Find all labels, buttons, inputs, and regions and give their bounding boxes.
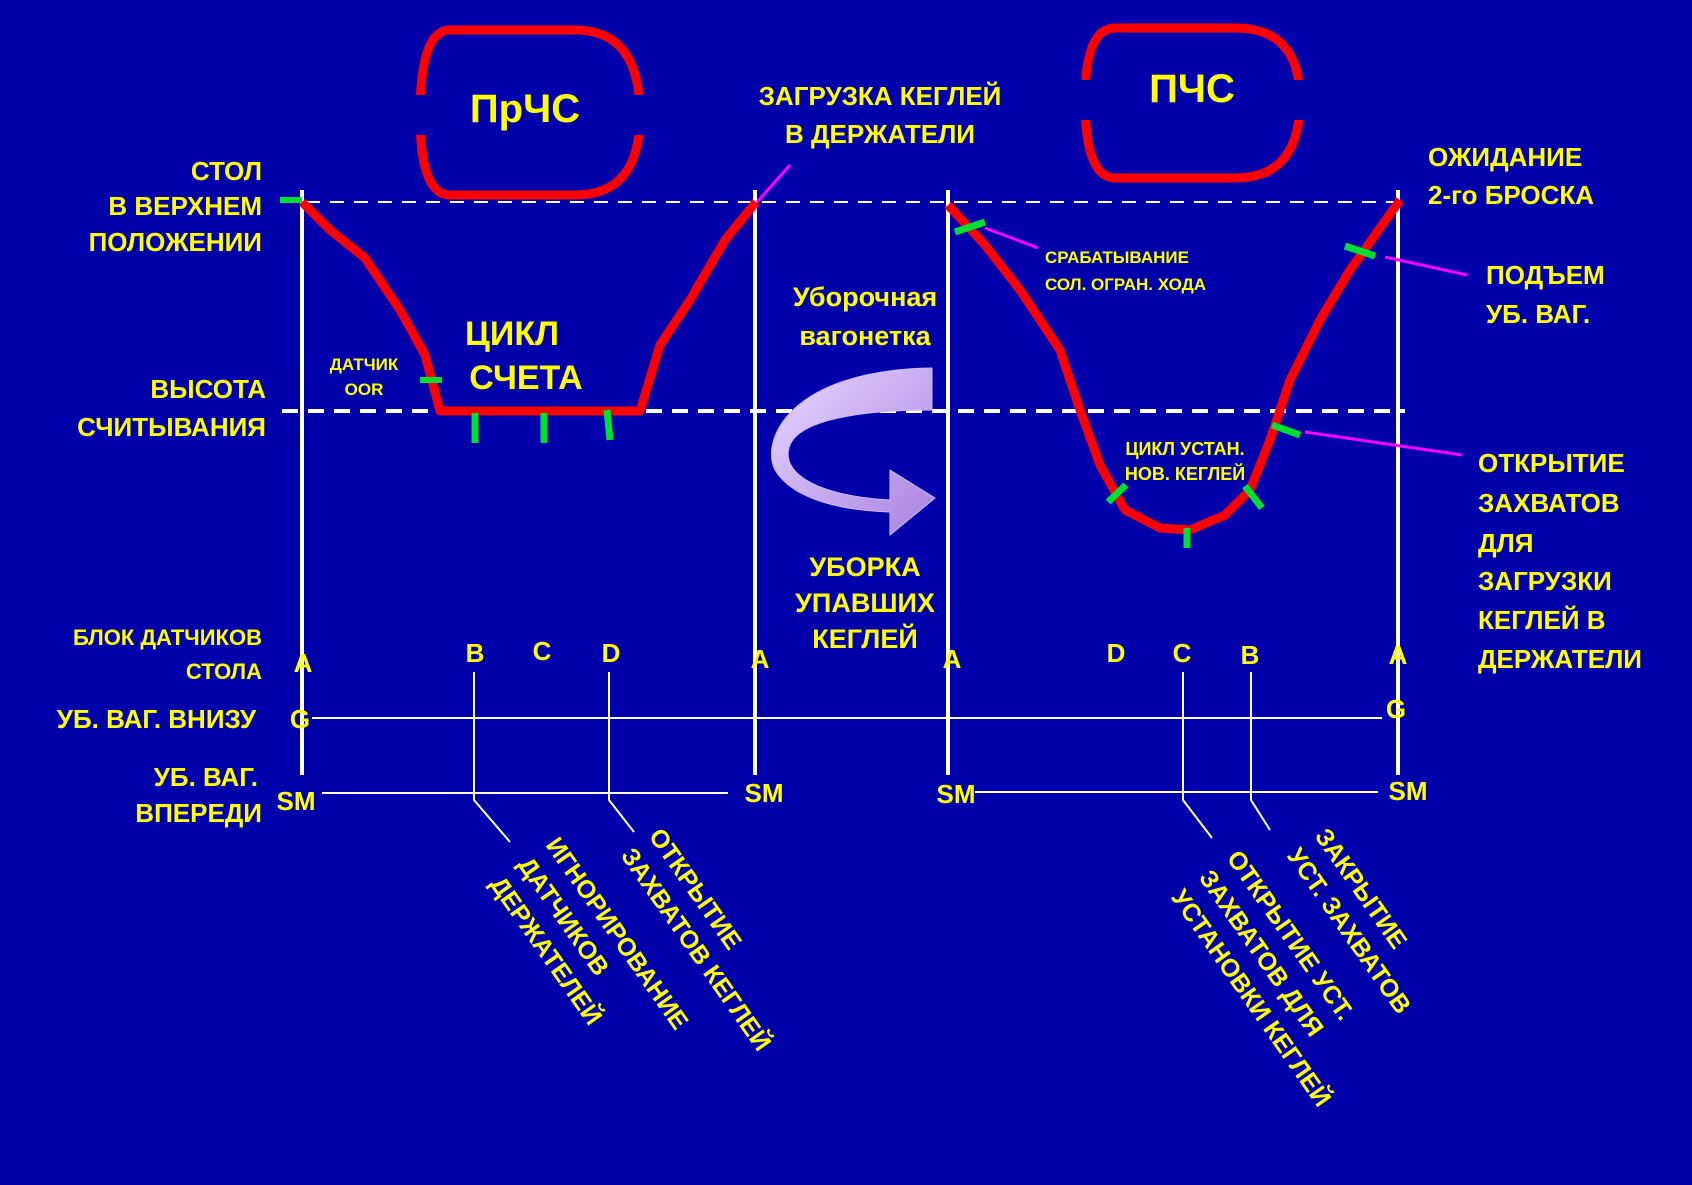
label-cleanup-wagon-1: Уборочная [793, 282, 937, 312]
sensor-right-b: B [1241, 640, 1260, 670]
label-table-top: СТОЛ В ВЕРХНЕМ ПОЛОЖЕНИИ [89, 156, 262, 257]
label-loading-2: В ДЕРЖАТЕЛИ [785, 119, 975, 149]
label-count-cycle-1: ЦИКЛ [465, 315, 559, 353]
sensor-left-a2: A [751, 644, 770, 674]
label-set-cycle-2: НОВ. КЕГЛЕЙ [1125, 463, 1245, 484]
label-wagon-down: УБ. ВАГ. ВНИЗУ [57, 704, 257, 734]
label-open-grips-load-1: ОТКРЫТИЕ [1478, 448, 1625, 478]
signal-sm-2: SM [745, 778, 784, 808]
sensor-right-d: D [1107, 638, 1126, 668]
label-sensor-block-1: БЛОК ДАТЧИКОВ [73, 625, 262, 650]
marker-wagon-lift [1343, 242, 1377, 260]
sensor-left-a: A [294, 648, 313, 678]
label-loading-1: ЗАГРУЗКА КЕГЛЕЙ [759, 81, 1002, 111]
label-wagon-front-1: УБ. ВАГ. [154, 762, 258, 792]
signal-g-right: G [1386, 694, 1406, 724]
marker-set-3 [1242, 483, 1265, 511]
sensor-left-d: D [602, 638, 621, 668]
marker-solenoid [953, 218, 987, 236]
pointer-solenoid [984, 226, 1039, 250]
signal-g-left: G [290, 704, 310, 734]
leader-d-left [608, 672, 635, 833]
label-table-top-1: СТОЛ [191, 156, 262, 186]
label-open-grips-load-6: ДЕРЖАТЕЛИ [1478, 644, 1642, 674]
leader-c-right [1182, 672, 1213, 839]
label-table-top-2: В ВЕРХНЕМ [108, 191, 262, 221]
marker-count-3 [603, 409, 614, 441]
label-wagon-front-2: ВПЕРЕДИ [135, 798, 262, 828]
pointer-loading [755, 164, 792, 203]
label-open-grips-load-3: ДЛЯ [1478, 528, 1533, 558]
curve-count-cycle [298, 198, 760, 416]
pointer-open-grips [1304, 430, 1463, 457]
label-wagon-lift-2: УБ. ВАГ. [1486, 299, 1590, 329]
label-cleanup-wagon-2: вагонетка [799, 321, 931, 351]
label-read-height-2: СЧИТЫВАНИЯ [77, 412, 266, 442]
label-cleanup-3: КЕГЛЕЙ [812, 623, 917, 654]
leader-b-right [1250, 672, 1271, 831]
pointer-wagon-lift [1384, 255, 1468, 277]
label-waiting-1: ОЖИДАНИЕ [1428, 142, 1582, 172]
marker-set-1 [1105, 482, 1129, 505]
label-set-cycle-1: ЦИКЛ УСТАН. [1125, 439, 1244, 459]
label-open-grips-load-5: КЕГЛЕЙ В [1478, 605, 1606, 635]
label-read-height-1: ВЫСОТА [150, 374, 266, 404]
label-oor-2: OOR [345, 380, 384, 399]
signal-sm-3: SM [937, 779, 976, 809]
sensor-right-c: C [1173, 638, 1192, 668]
signal-sm-1: SM [277, 786, 316, 816]
label-cleanup-2: УПАВШИХ [795, 588, 935, 618]
label-read-height: ВЫСОТА СЧИТЫВАНИЯ [77, 374, 266, 442]
label-open-grips-load-2: ЗАХВАТОВ [1478, 488, 1620, 518]
label-open-grips-load-4: ЗАГРУЗКИ [1478, 566, 1612, 596]
label-wagon-lift-1: ПОДЪЕМ [1486, 260, 1605, 290]
label-sensor-block-2: СТОЛА [186, 659, 262, 684]
label-close-set-grips: ЗАКРЫТИЕ УСТ. ЗАХВАТОВ [1281, 823, 1416, 1019]
label-ignore-holders: ИГНОРИРОВАНИЕ ДАТЧИКОВ ДЕРЖАТЕЛЕЙ [484, 832, 693, 1035]
cleanup-wagon-arrow [771, 367, 936, 537]
sensor-right-a2: A [1389, 640, 1408, 670]
label-cleanup-1: УБОРКА [809, 552, 920, 582]
sensor-right-a: A [943, 644, 962, 674]
leader-b-left [473, 672, 511, 843]
label-solenoid-1: СРАБАТЫВАНИЕ [1045, 248, 1189, 267]
badge-pchs [1078, 23, 1307, 183]
sensor-left-b: B [466, 638, 485, 668]
sensor-left-c: C [533, 636, 552, 666]
marker-open-grips [1270, 421, 1302, 439]
label-waiting-2: 2-го БРОСКА [1428, 180, 1594, 210]
label-open-grips: ОТКРЫТИЕ ЗАХВАТОВ КЕГЛЕЙ [615, 823, 778, 1056]
badge-prchs-label: ПрЧС [470, 87, 580, 131]
label-table-top-3: ПОЛОЖЕНИИ [89, 227, 262, 257]
label-count-cycle-2: СЧЕТА [469, 359, 582, 397]
label-oor-1: ДАТЧИК [330, 355, 399, 374]
label-solenoid-2: СОЛ. ОГРАН. ХОДА [1045, 275, 1206, 294]
badge-prchs [413, 25, 647, 200]
signal-sm-4: SM [1389, 776, 1428, 806]
badge-pchs-label: ПЧС [1149, 67, 1235, 111]
label-open-grips-load: ОТКРЫТИЕ ЗАХВАТОВ ДЛЯ ЗАГРУЗКИ КЕГЛЕЙ В … [1478, 448, 1642, 674]
